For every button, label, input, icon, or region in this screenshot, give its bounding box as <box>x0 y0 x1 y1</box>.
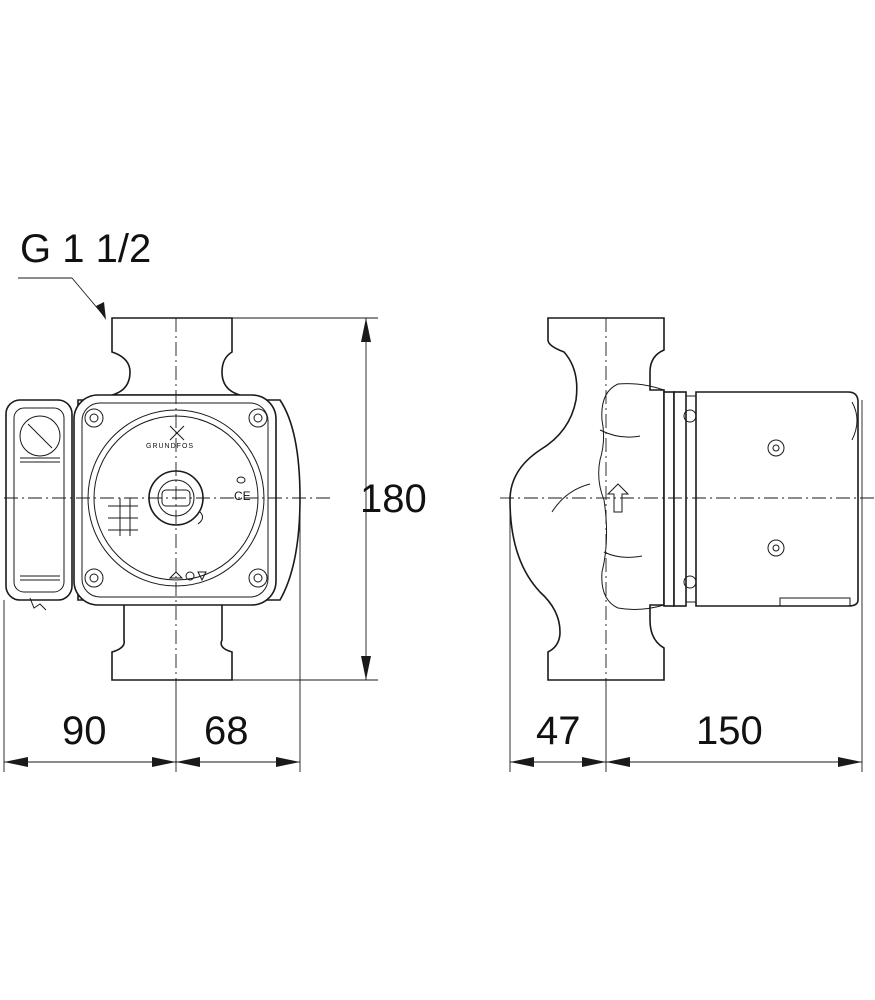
dim-front-right-width: 68 <box>204 709 249 753</box>
speed-selector-symbol <box>108 498 138 536</box>
front-view: GRUNDFOS CE <box>4 317 330 690</box>
brand-text: GRUNDFOS <box>146 443 194 450</box>
dim-front-height: 180 <box>360 477 427 521</box>
front-lower-port <box>111 599 233 681</box>
thread-label: G 1 1/2 <box>20 227 151 271</box>
terminal-box <box>5 399 73 611</box>
thread-callout: G 1 1/2 <box>18 227 151 320</box>
front-dimensions: 180 90 68 <box>3 317 427 772</box>
side-dimensions: 47 150 <box>509 400 863 772</box>
side-pump-body <box>509 317 665 681</box>
front-bolts <box>84 408 268 588</box>
side-view <box>500 317 875 690</box>
side-motor-housing <box>695 391 859 607</box>
front-motor-housing <box>73 394 277 606</box>
side-screws <box>767 439 785 557</box>
dim-front-left-width: 90 <box>62 709 107 753</box>
flow-direction-arrow <box>606 483 630 513</box>
ce-mark: CE <box>234 489 251 503</box>
dim-side-right-width: 150 <box>696 709 763 753</box>
grundfos-logo: GRUNDFOS <box>146 425 194 450</box>
dim-side-left-width: 47 <box>536 709 581 753</box>
